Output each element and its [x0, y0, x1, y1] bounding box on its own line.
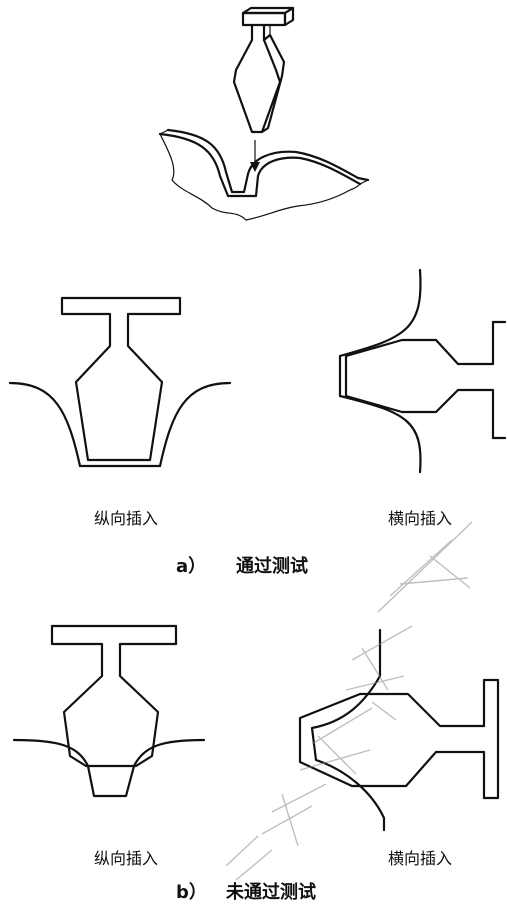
pass-transverse-label: 横向插入 [388, 509, 452, 528]
watermark [225, 521, 473, 881]
fail-longitudinal-label: 纵向插入 [94, 849, 158, 868]
pass-caption-letter: a） [176, 556, 206, 577]
fail-caption-letter: b） [176, 882, 207, 903]
fail-caption-text: 未通过测试 [226, 881, 316, 903]
iso-illustration [158, 6, 370, 221]
pass-caption-text: 通过测试 [236, 555, 308, 577]
fail-transverse-label: 横向插入 [388, 849, 452, 868]
pass-transverse-diagram [338, 268, 507, 474]
iso-gauge [232, 6, 295, 134]
labels: 纵向插入 横向插入 a） 通过测试 纵向插入 横向插入 b） 未通过测试 [94, 509, 452, 903]
fail-transverse-diagram [298, 628, 500, 832]
pass-longitudinal-label: 纵向插入 [94, 509, 158, 528]
fail-longitudinal-diagram [12, 624, 206, 798]
pass-longitudinal-diagram [8, 296, 232, 468]
iso-sheet [158, 128, 370, 221]
